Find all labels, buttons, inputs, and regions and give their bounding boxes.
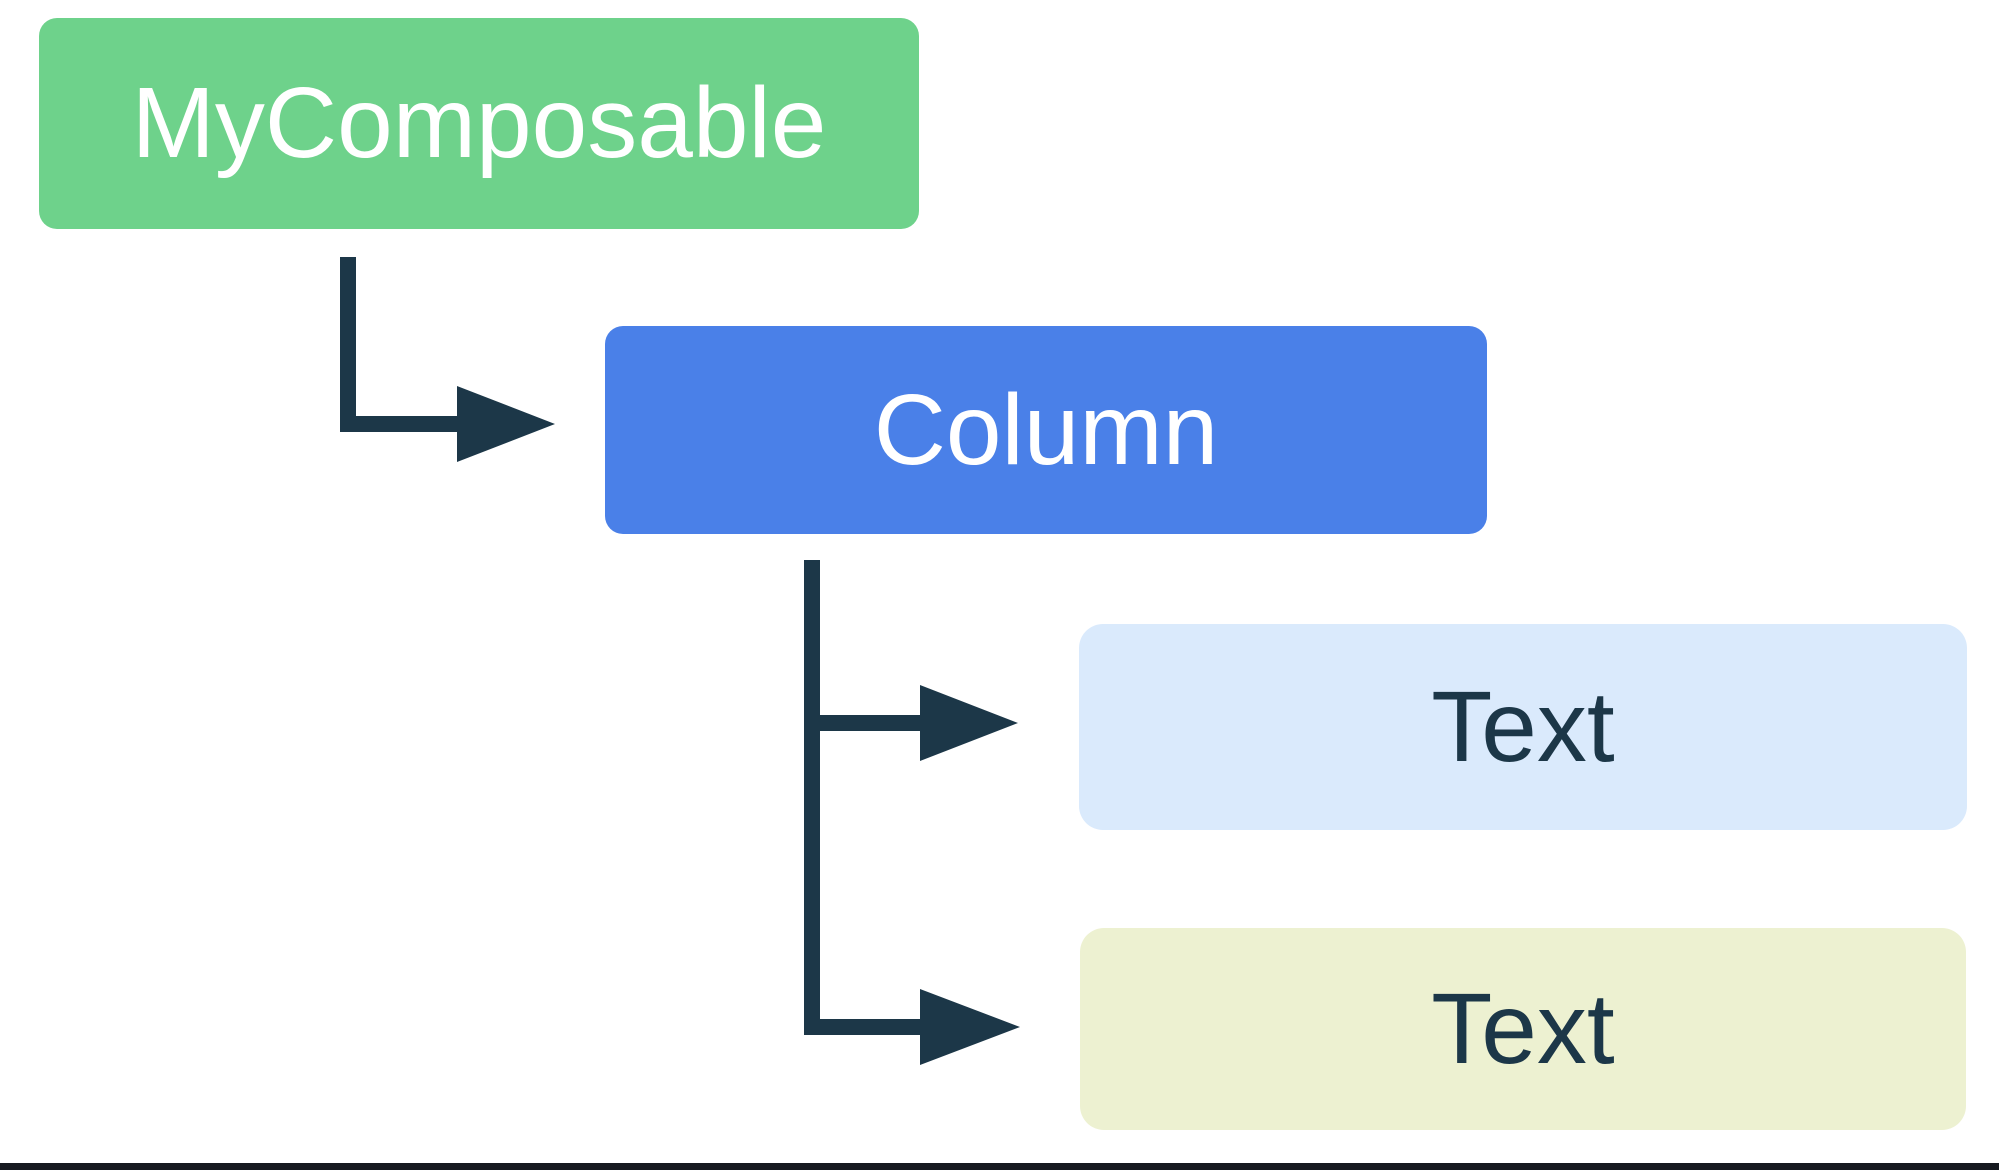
node-mycomposable: MyComposable	[39, 18, 919, 229]
node-column: Column	[605, 326, 1487, 534]
connector-column-text2-horizontal	[804, 1019, 920, 1035]
bottom-divider	[0, 1163, 1999, 1170]
connector-column-children-vertical	[804, 560, 820, 1035]
connector-column-text1-horizontal	[804, 715, 920, 731]
connector-mycomposable-column-vertical	[340, 257, 356, 432]
node-text-1: Text	[1079, 624, 1967, 830]
node-text-2: Text	[1080, 928, 1966, 1130]
arrowhead-icon	[457, 386, 555, 462]
connector-mycomposable-column-horizontal	[340, 416, 457, 432]
arrowhead-icon	[920, 685, 1018, 761]
arrowhead-icon	[920, 989, 1020, 1065]
